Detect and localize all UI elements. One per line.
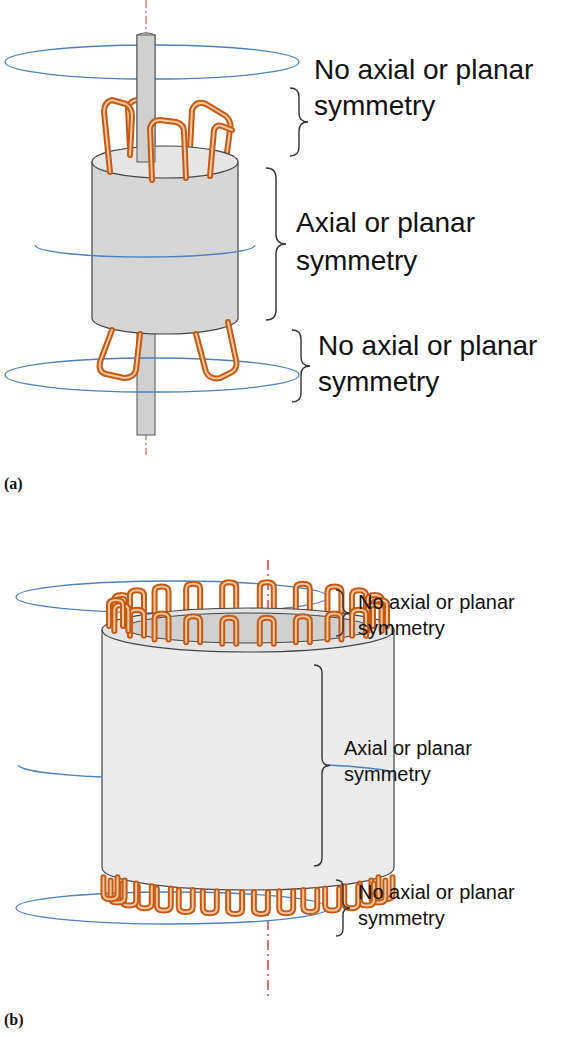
symmetry-label: No axial or planar symmetry: [314, 52, 580, 124]
coil-winding: [155, 614, 169, 640]
coil-winding: [155, 586, 169, 612]
coil-winding: [109, 600, 123, 626]
coil-winding: [222, 582, 236, 608]
coil-winding: [222, 582, 236, 608]
coil-winding: [157, 888, 171, 910]
coil-winding: [196, 322, 237, 378]
field-ring: [5, 358, 299, 392]
coil-winding: [222, 618, 236, 644]
coil-winding: [186, 616, 200, 642]
coil-winding: [260, 618, 274, 644]
curly-bracket: [266, 168, 286, 320]
coil-winding: [186, 584, 200, 610]
coil-winding: [130, 610, 144, 636]
panel-label: (a): [4, 474, 64, 494]
coil-winding: [228, 892, 242, 914]
coil-winding: [325, 888, 339, 910]
coil-winding: [296, 616, 310, 642]
curly-bracket: [336, 880, 350, 936]
coil-winding: [303, 890, 317, 912]
coil-winding: [296, 584, 310, 610]
stator-top: [102, 608, 394, 652]
coil-winding: [150, 120, 186, 180]
coil-winding: [344, 886, 358, 908]
coil-winding: [260, 582, 274, 608]
coil-winding: [254, 892, 268, 914]
coil-winding: [196, 322, 237, 378]
curly-bracket: [290, 88, 308, 156]
symmetry-label: Axial or planar symmetry: [344, 735, 544, 787]
curly-bracket: [314, 665, 330, 866]
coil-winding: [296, 616, 310, 642]
coil-winding: [138, 886, 152, 908]
coil-winding: [150, 120, 186, 180]
coil-winding: [325, 888, 339, 910]
coil-winding: [179, 890, 193, 912]
coil-winding: [210, 126, 232, 177]
coil-winding: [103, 877, 117, 899]
coil-winding: [138, 886, 152, 908]
coil-winding: [210, 126, 232, 177]
field-ring: [18, 765, 394, 777]
coil-winding: [260, 582, 274, 608]
stator-body: [102, 630, 394, 890]
symmetry-label: Axial or planar symmetry: [296, 204, 562, 280]
curly-bracket: [336, 590, 350, 636]
coil-winding: [186, 616, 200, 642]
symmetry-label: No axial or planar symmetry: [358, 879, 568, 931]
coil-winding: [109, 600, 123, 626]
coil-winding: [155, 614, 169, 640]
rotor-body: [92, 162, 238, 334]
coil-winding: [104, 100, 132, 172]
rotor-top: [92, 146, 238, 178]
coil-winding: [279, 891, 293, 913]
coil-winding: [296, 584, 310, 610]
coil-winding: [179, 890, 193, 912]
coil-winding: [100, 330, 140, 378]
coil-winding: [344, 886, 358, 908]
coil-winding: [203, 891, 217, 913]
curly-bracket: [292, 330, 310, 402]
coil-winding: [203, 891, 217, 913]
coil-winding: [186, 584, 200, 610]
symmetry-label: No axial or planar symmetry: [358, 589, 568, 641]
coil-winding: [157, 888, 171, 910]
coil-winding: [103, 877, 117, 899]
coil-winding: [222, 618, 236, 644]
coil-winding: [260, 618, 274, 644]
field-ring: [35, 245, 255, 257]
coil-winding: [254, 892, 268, 914]
coil-winding: [130, 610, 144, 636]
coil-winding: [104, 100, 132, 172]
symmetry-label: No axial or planar symmetry: [318, 328, 580, 400]
coil-winding: [279, 891, 293, 913]
coil-winding: [303, 890, 317, 912]
stator-bore: [126, 613, 370, 643]
coil-winding: [100, 330, 140, 378]
panel-label: (b): [4, 1010, 64, 1030]
coil-winding: [155, 586, 169, 612]
coil-winding: [228, 892, 242, 914]
